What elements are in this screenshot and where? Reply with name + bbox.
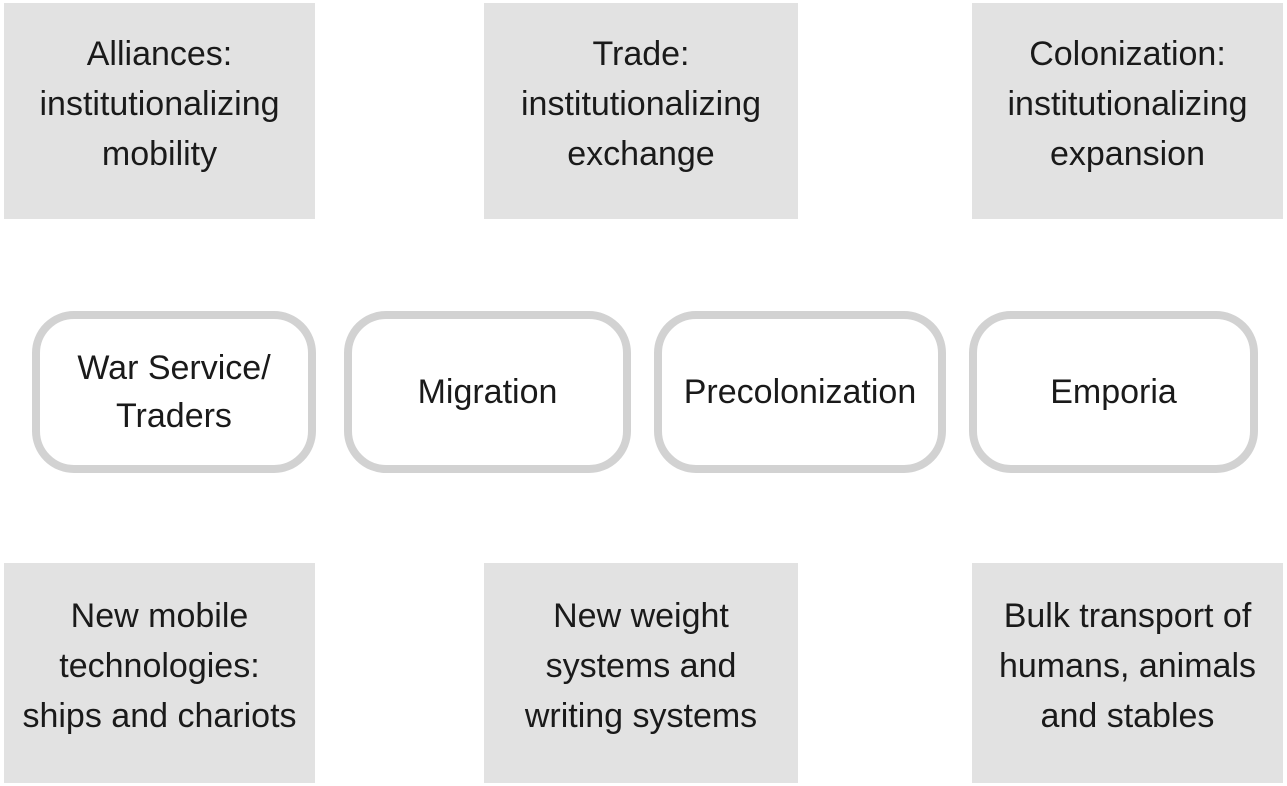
bottom-box-weight-writing-systems-label: New weight systems and writing systems — [524, 597, 758, 735]
bottom-box-weight-writing-systems: New weight systems and writing systems — [484, 563, 798, 783]
node-war-service-traders: War Service/ Traders — [32, 311, 316, 473]
node-war-service-traders-label: War Service/ Traders — [77, 349, 271, 435]
bottom-box-mobile-technologies: New mobile technologies: ships and chari… — [4, 563, 315, 783]
top-box-alliances-label: Alliances: institutionalizing mobility — [39, 35, 280, 173]
node-migration: Migration — [344, 311, 631, 473]
bottom-box-bulk-transport-label: Bulk transport of humans, animals and st… — [998, 597, 1256, 735]
node-migration-label: Migration — [417, 373, 558, 411]
node-emporia: Emporia — [969, 311, 1258, 473]
top-box-alliances: Alliances: institutionalizing mobility — [4, 3, 315, 219]
top-box-colonization-label: Colonization: institutionalizing expansi… — [1007, 35, 1248, 173]
top-box-colonization: Colonization: institutionalizing expansi… — [972, 3, 1283, 219]
node-emporia-label: Emporia — [1050, 373, 1177, 411]
top-box-trade: Trade: institutionalizing exchange — [484, 3, 798, 219]
node-precolonization: Precolonization — [654, 311, 946, 473]
bottom-box-bulk-transport: Bulk transport of humans, animals and st… — [972, 563, 1283, 783]
bottom-box-mobile-technologies-label: New mobile technologies: ships and chari… — [22, 597, 297, 735]
top-box-trade-label: Trade: institutionalizing exchange — [520, 35, 762, 173]
node-precolonization-label: Precolonization — [683, 373, 917, 411]
